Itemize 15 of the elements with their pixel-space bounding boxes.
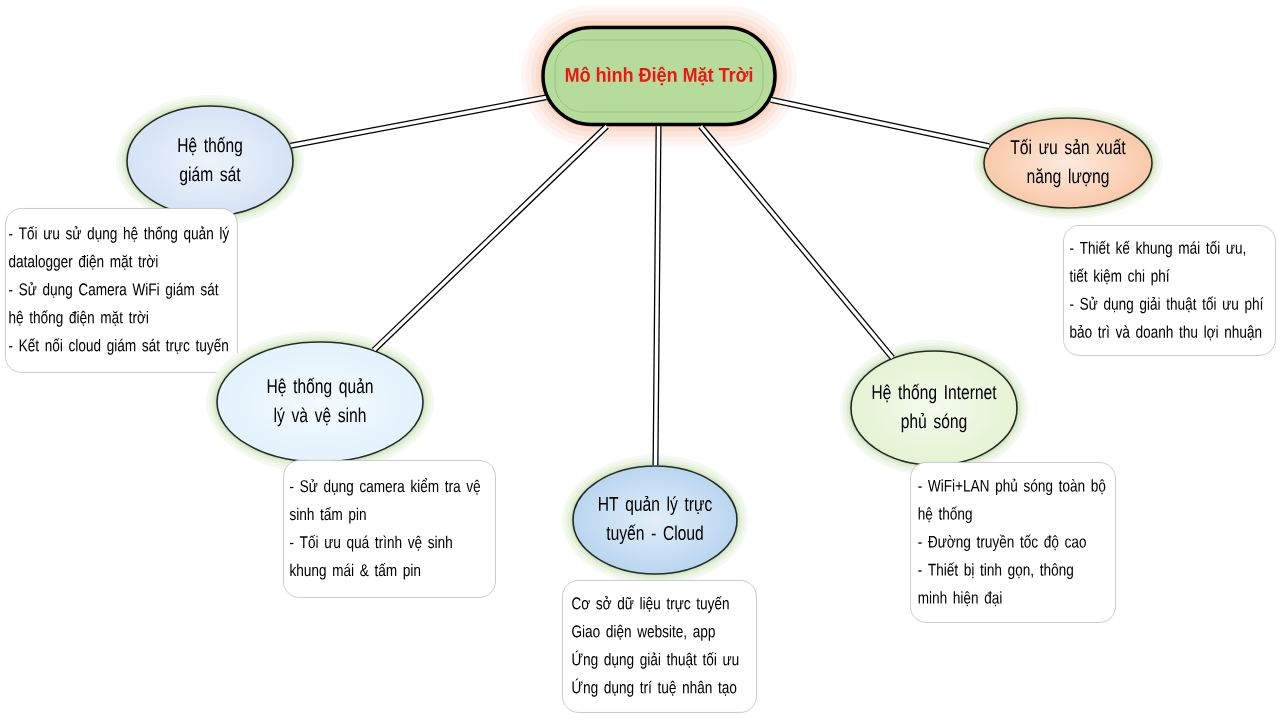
node-label: Ứng dụng giải thuật tối ưu <box>572 650 739 669</box>
note-box: Cơ sở dữ liệu trực tuyến Giao diện website, app Ứng dụng giải thuật tối ưu Ứng dụng trí tuệ nhân tạo <box>562 580 757 713</box>
topic-pill: Mô hình Điện Mặt Trời <box>521 5 797 147</box>
connector-line <box>770 96 990 150</box>
note-box: - Thiết kế khung mái tối ưu, tiết kiệm chi phí - Sử dụng giải thuật tối ưu phí bảo trì và doanh thu lợi nhuận <box>1063 225 1276 356</box>
connector-line <box>371 124 609 353</box>
connector-line <box>698 124 895 360</box>
note-box: - WiFi+LAN phủ sóng toàn bộ hệ thống - Đường truyền tốc độ cao - Thiết bị tinh gọn, thông minh hiện đại <box>910 462 1116 623</box>
connector-line <box>290 94 547 149</box>
node-label: Ứng dụng trí tuệ nhân tạo <box>572 678 737 697</box>
node-label: Cơ sở dữ liệu trực tuyến <box>572 596 729 613</box>
note-box: - Tối ưu sử dụng hệ thống quản lý datalogger điện mặt trời - Sử dụng Camera WiFi giám sát hệ thống điện mặt trời - Kết nối cloud giám sát trực tuyến <box>5 208 238 373</box>
note-box: - Sử dụng camera kiểm tra vệ sinh tấm pin - Tối ưu quá trình vệ sinh khung mái & tấm pin <box>283 460 496 598</box>
connector-line <box>652 126 662 466</box>
node-label: Giao diện website, app <box>572 624 715 641</box>
